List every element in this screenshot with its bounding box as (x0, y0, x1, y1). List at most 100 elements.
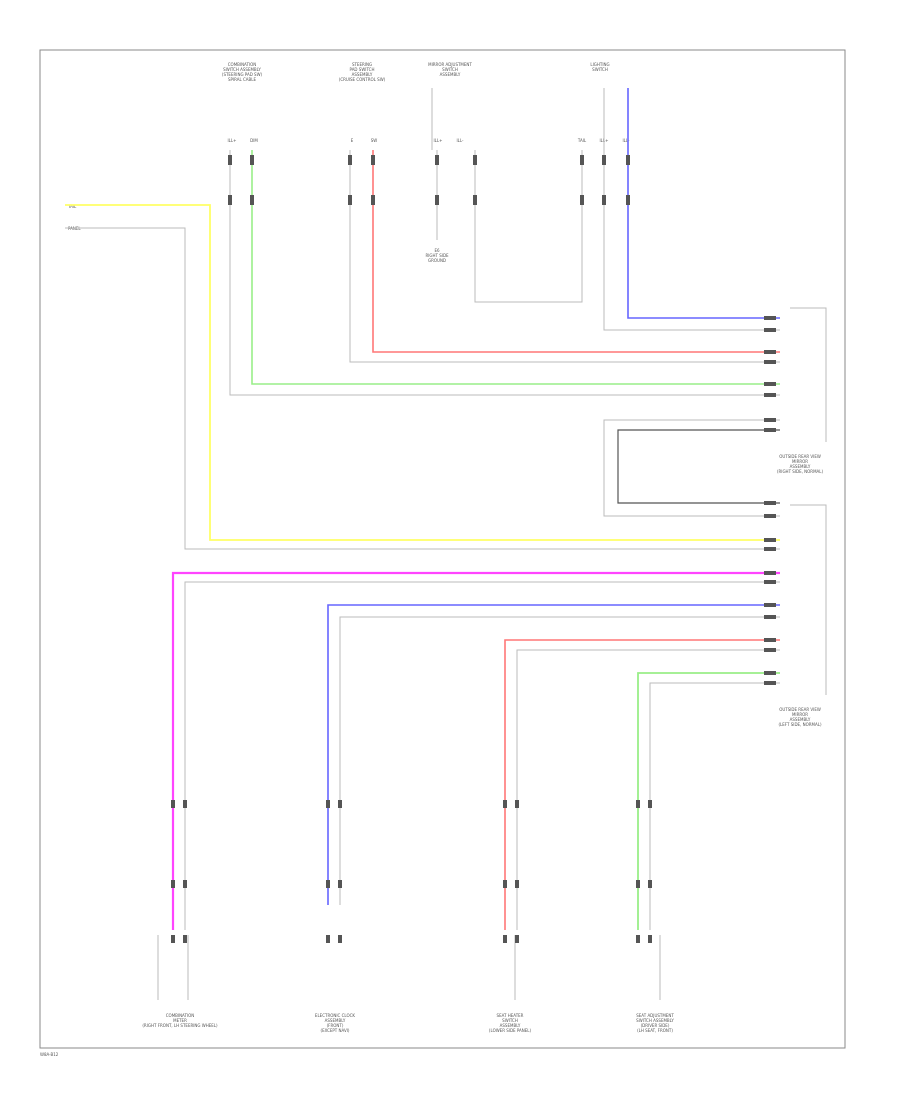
pin-label: E (351, 138, 354, 143)
right-component-label: MIRROR (792, 459, 808, 464)
connector-pin (764, 603, 776, 607)
bottom-component-label: ASSEMBLY (500, 1023, 521, 1028)
top-connector-pin (626, 195, 630, 205)
connector-pin (764, 671, 776, 675)
top-connector-pin (228, 155, 232, 165)
top-component-label: ASSEMBLY (352, 72, 373, 77)
panel-wire (65, 227, 780, 550)
bottom-component-label: SWITCH (502, 1018, 518, 1023)
connector-pin (764, 418, 776, 422)
right-component-label: (RIGHT SIDE, NORMAL) (777, 469, 824, 474)
bottom-connector-pin (183, 935, 187, 943)
top-component-label: STEERING (352, 62, 372, 67)
bottom-component-label: COMBINATION (166, 1013, 195, 1018)
connector-pin (764, 638, 776, 642)
bottom-component-label: (EXCEPT NAVI) (321, 1028, 350, 1033)
bottom-connector-pin (338, 800, 342, 808)
bottom-component-label: (LH SEAT, FRONT) (637, 1028, 673, 1033)
top-component-label: (STEERING PAD SW) (222, 72, 263, 77)
connector-pin (764, 428, 776, 432)
bottom-connector-pin (648, 935, 652, 943)
connector-pins (171, 155, 776, 943)
right-component-label: ASSEMBLY (790, 464, 811, 469)
left-mirror-frame (790, 504, 827, 695)
pin-label: ILL+ (434, 138, 443, 143)
bottom-connector-pin (503, 935, 507, 943)
top-component-label: PAD SWITCH (350, 67, 375, 72)
connector-pin (764, 382, 776, 386)
top-connector-pin (371, 195, 375, 205)
connector-pin (764, 514, 776, 518)
pin-label: DIM (250, 138, 258, 143)
top-connector-pin (250, 195, 254, 205)
bottom-connector-pin (338, 935, 342, 943)
top-connector-pin (250, 155, 254, 165)
pin-label: ILL+ (228, 138, 237, 143)
bottom-connector-pin (338, 880, 342, 888)
meter-wire-magenta (171, 571, 780, 930)
top-component-label: SPIRAL CABLE (228, 77, 256, 82)
connector-pin (764, 393, 776, 397)
combination-switch-wire (229, 150, 780, 396)
top-connector-pin (473, 195, 477, 205)
right-component-label: MIRROR (792, 712, 808, 717)
steering-pad-wire (349, 150, 780, 363)
bottom-connector-pin (183, 880, 187, 888)
top-connector-pin (626, 155, 630, 165)
mirror-loop-wire-dark (617, 429, 780, 504)
pin-label: ILL- (622, 138, 630, 143)
bottom-connector-pin (636, 880, 640, 888)
bottom-component-label: (DRIVER SIDE) (641, 1023, 670, 1028)
bottom-connector-pin (515, 935, 519, 943)
bottom-component-label: (LOWER SIDE PANEL) (489, 1028, 532, 1033)
bottom-connector-pin (326, 800, 330, 808)
top-connector-pin (348, 155, 352, 165)
bottom-connector-pin (326, 880, 330, 888)
ground-label: GROUND (428, 258, 446, 263)
bottom-connector-pin (171, 935, 175, 943)
bottom-component-label: (RIGHT FRONT, LH STEERING WHEEL) (142, 1023, 218, 1028)
top-component-label: SWITCH (592, 67, 608, 72)
connector-pin (764, 501, 776, 505)
right-component-label: OUTSIDE REAR VIEW (779, 454, 821, 459)
top-connector-pin (580, 195, 584, 205)
connector-pin (764, 316, 776, 320)
bottom-connector-pin (636, 800, 640, 808)
seat-adjust-wire-green (637, 672, 780, 930)
bottom-component-label: (FRONT) (327, 1023, 344, 1028)
right-component-label: ASSEMBLY (790, 717, 811, 722)
bottom-component-label: SWITCH ASSEMBLY (636, 1018, 674, 1023)
lighting-switch-wire-blue (627, 88, 780, 319)
combination-switch-wire-green (251, 150, 780, 385)
bottom-component-label: ASSEMBLY (325, 1018, 346, 1023)
bottom-connector-pin (648, 800, 652, 808)
bottom-connector-pin (171, 800, 175, 808)
bottom-component-label: SEAT HEATER (497, 1013, 524, 1018)
bottom-component-label: ELECTRONIC CLOCK (315, 1013, 356, 1018)
bottom-connector-pin (515, 880, 519, 888)
diagram-frame (39, 49, 846, 1049)
mirror-switch-wire (474, 150, 583, 303)
pin-label: TAIL (577, 138, 587, 143)
bottom-component-label: METER (173, 1018, 187, 1023)
top-component-label: MIRROR ADJUSTMENT (428, 62, 472, 67)
top-connector-pin (435, 155, 439, 165)
clock-wire (339, 616, 780, 905)
bottom-connector-pin (636, 935, 640, 943)
top-connector-pin (348, 195, 352, 205)
top-connector-pin (228, 195, 232, 205)
connector-pin (764, 580, 776, 584)
meter-wire (184, 581, 780, 930)
lighting-switch-wire (603, 88, 780, 331)
connector-pin (764, 360, 776, 364)
top-component-label: SWITCH ASSEMBLY (223, 67, 261, 72)
right-component-label: OUTSIDE REAR VIEW (779, 707, 821, 712)
page-code: W8A-B12 (40, 1052, 59, 1057)
seat-adjust-wire (649, 682, 780, 930)
tail-wire-yellow (65, 204, 780, 541)
top-connector-pin (371, 155, 375, 165)
connector-pin (764, 571, 776, 575)
right-mirror-frame (790, 307, 827, 442)
seat-heater-wire-red (504, 639, 780, 930)
bottom-connector-pin (503, 800, 507, 808)
